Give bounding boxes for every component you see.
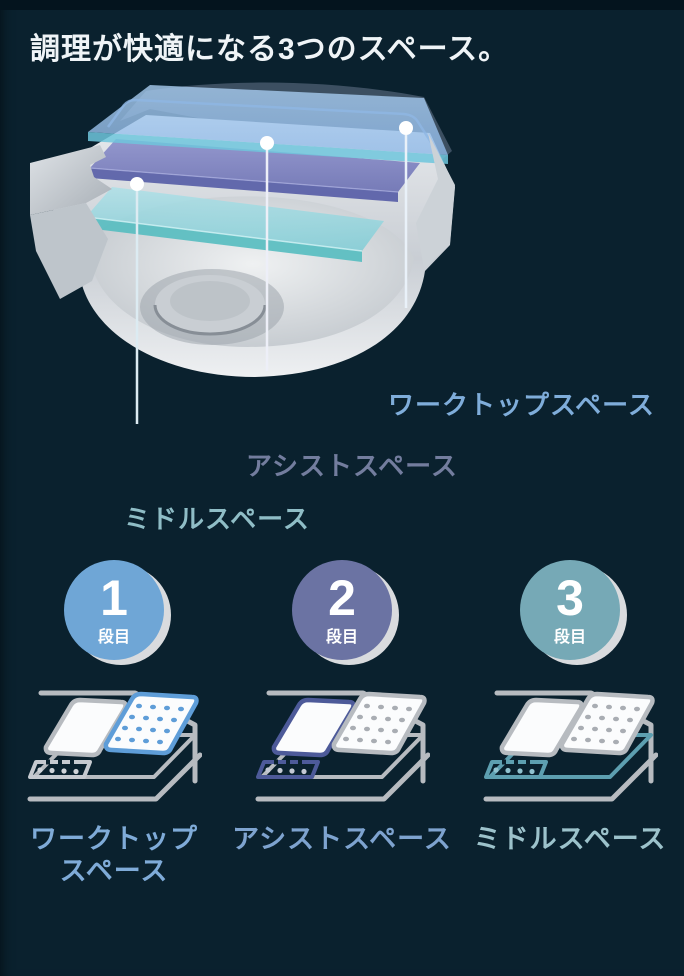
layer-label-assist: アシストスペース — [246, 451, 458, 481]
step-badge-2: 2 段目 — [292, 560, 392, 660]
steps-row: 1 段目 — [0, 560, 684, 888]
assist-layer-shape — [89, 139, 420, 202]
strip-holes — [265, 759, 307, 775]
rack-illustration-assist — [255, 690, 430, 802]
sink-right-ledge — [416, 133, 455, 269]
leader-dot-worktop — [399, 121, 413, 135]
layer-label-middle: ミドルスペース — [124, 504, 310, 534]
step-column-worktop: 1 段目 — [0, 560, 228, 888]
step-unit-label: 段目 — [97, 629, 130, 647]
layer-label-worktop: ワークトップスペース — [388, 390, 655, 420]
sink-left-wall — [30, 203, 108, 299]
strip-holes — [37, 759, 79, 775]
page-title: 調理が快適になる3つのスペース。 — [30, 33, 510, 66]
sink-left-ledge — [30, 145, 112, 215]
step-badge-1: 1 段目 — [64, 560, 164, 660]
step-number: 1 — [100, 569, 128, 626]
step-label-worktop: ワークトップ スペース — [30, 824, 198, 886]
top-border-band — [0, 0, 684, 10]
strip-holes — [493, 759, 535, 775]
step-label-assist: アシストスペース — [232, 824, 452, 854]
step-number: 3 — [556, 569, 584, 626]
drain-icon — [140, 269, 284, 345]
sink-illustration — [30, 82, 455, 424]
step-badge-3: 3 段目 — [520, 560, 620, 660]
step-unit-label: 段目 — [553, 629, 586, 647]
step-column-assist: 2 段目 — [228, 560, 456, 888]
rack-illustration-worktop — [27, 690, 202, 802]
leader-lines — [130, 121, 413, 424]
plate-dots — [571, 703, 640, 745]
plate-dots — [115, 703, 184, 745]
sink-diagram: ワークトップスペース アシストスペース ミドルスペース — [0, 75, 684, 534]
plate-dots — [343, 703, 412, 745]
leader-dot-assist — [260, 136, 274, 150]
step-number: 2 — [328, 569, 356, 626]
rack-illustration-middle — [483, 690, 658, 802]
middle-layer-shape — [85, 187, 384, 262]
step-unit-label: 段目 — [325, 629, 358, 647]
step-column-middle: 3 段目 — [456, 560, 684, 888]
leader-dot-middle — [130, 177, 144, 191]
step-label-middle: ミドルスペース — [473, 824, 667, 854]
